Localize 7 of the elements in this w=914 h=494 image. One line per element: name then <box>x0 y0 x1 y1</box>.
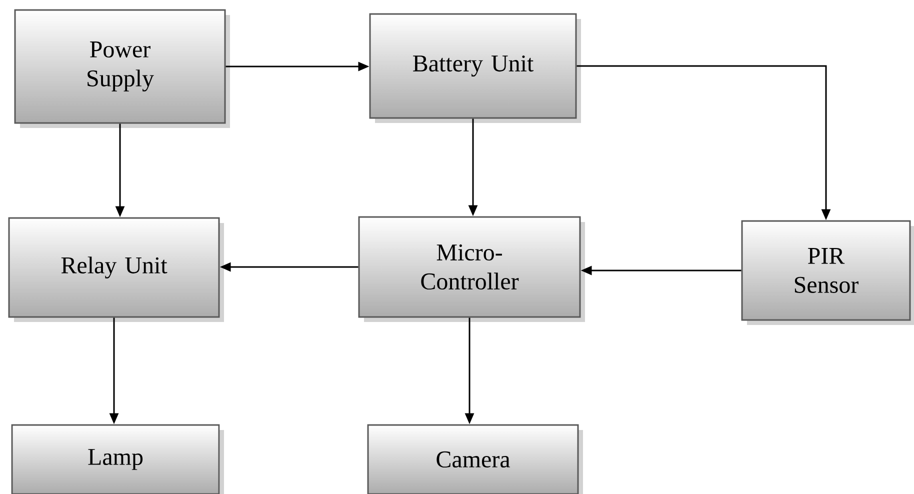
block-box: Lamp <box>11 424 224 494</box>
block-box: Battery Unit <box>369 13 581 123</box>
block-box: Relay Unit <box>8 217 224 322</box>
block-box: Power Supply <box>14 9 230 128</box>
block-box: PIR Sensor <box>741 220 914 325</box>
block-box: Camera <box>367 424 583 494</box>
block-box: Micro- Controller <box>358 216 585 322</box>
